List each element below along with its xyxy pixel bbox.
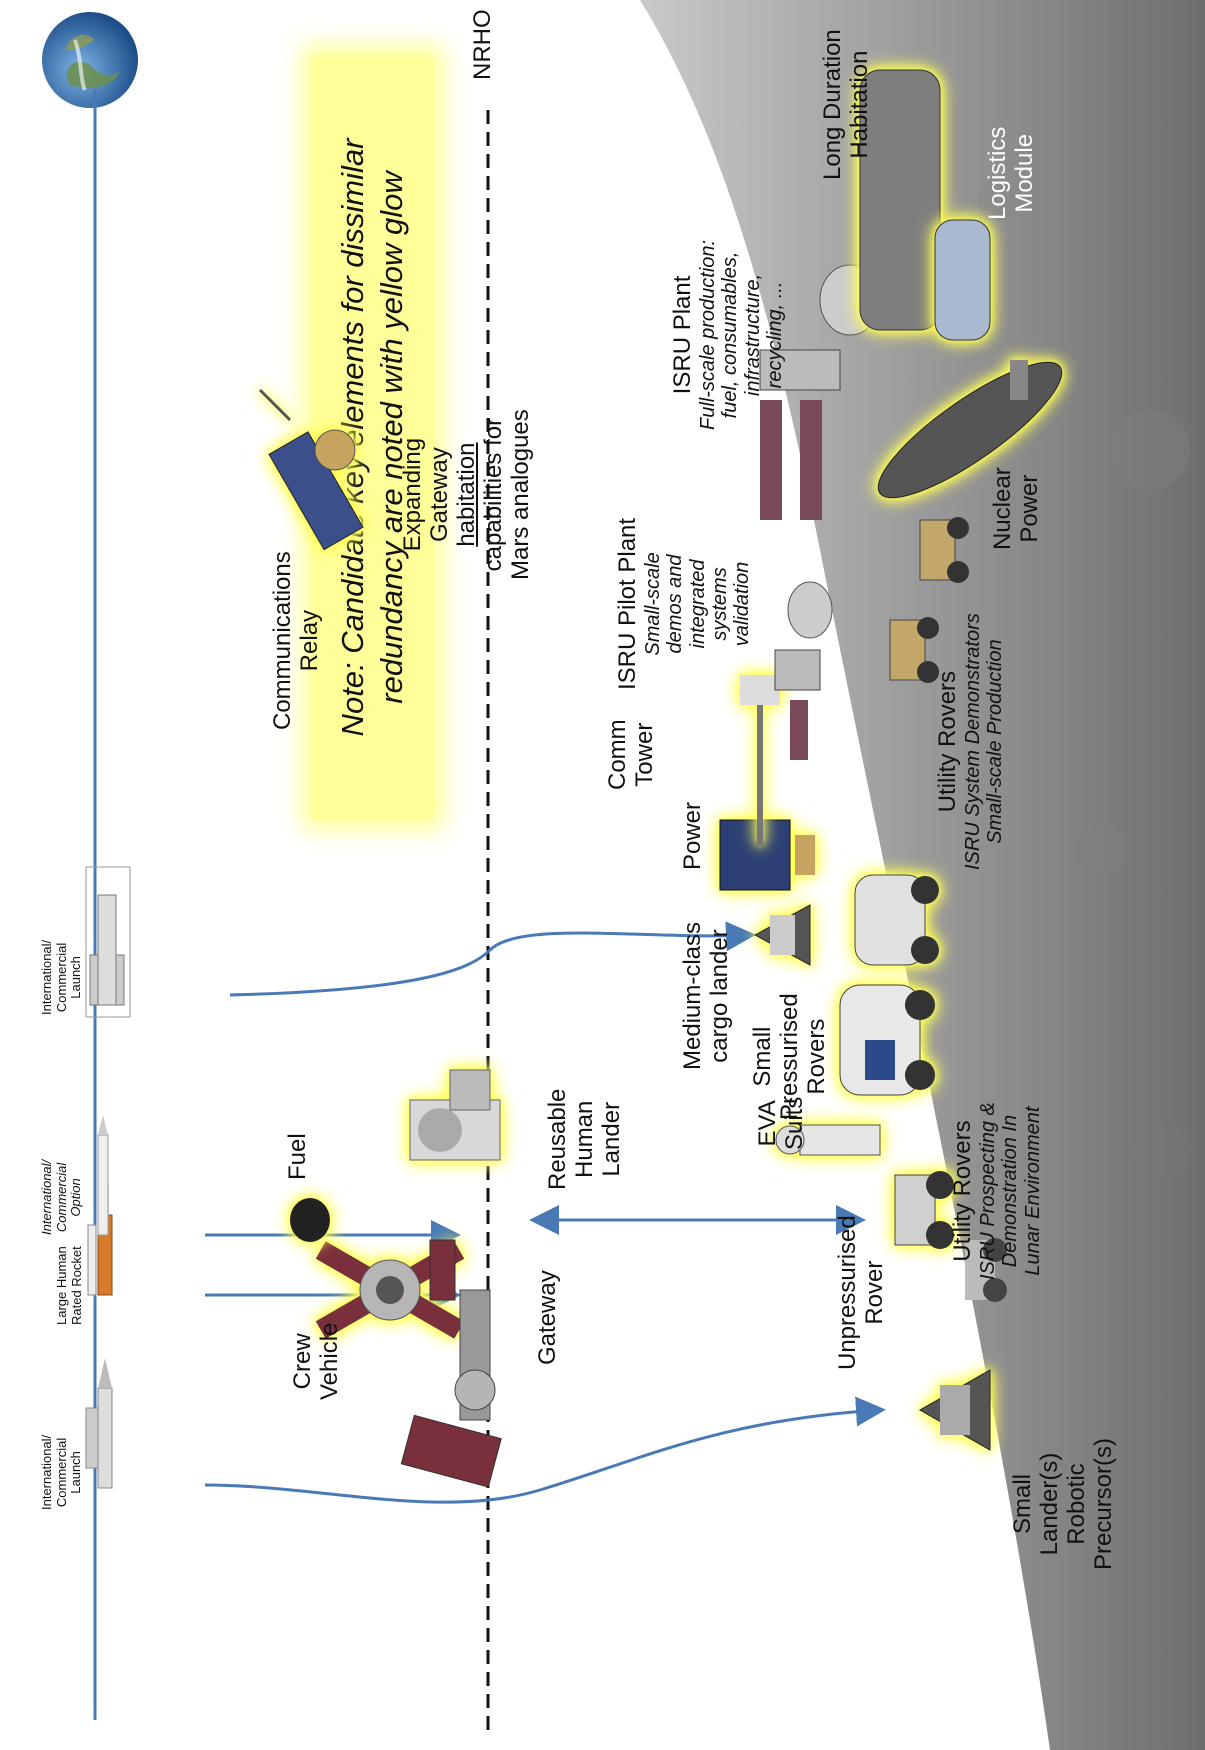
earth-icon <box>42 12 138 108</box>
unpressurised-rover-icon <box>965 1238 1007 1302</box>
utility-rovers-2-label: Utility Rovers ISRU System Demonstrators… <box>934 613 1007 870</box>
fuel-label: Fuel <box>284 1133 311 1180</box>
gateway-label: Gateway <box>534 1270 561 1365</box>
comm-tower-icon <box>740 675 780 845</box>
medium-cargo-lander-icon <box>753 904 811 966</box>
utility-rover-icon <box>894 1171 954 1249</box>
utility-rover-icon <box>919 517 969 583</box>
solar-power-icon <box>719 819 815 891</box>
isru-pilot-plant-icon <box>774 581 833 760</box>
isru-pilot-plant-label: ISRU Pilot Plant Small-scale demos and i… <box>614 517 754 690</box>
logistics-module-icon <box>934 219 991 341</box>
fuel-tank-icon <box>290 1198 330 1242</box>
isru-plant-label: ISRU Plant Full-scale production: fuel, … <box>669 239 787 430</box>
gateway-icon <box>400 1239 502 1488</box>
small-lander-icon <box>918 1369 991 1451</box>
utility-rovers-1-label: Utility Rovers ISRU Prospecting & Demons… <box>949 1102 1044 1280</box>
power-label: Power <box>679 801 706 870</box>
crew-vehicle-icon <box>315 1241 465 1339</box>
expanding-gateway-label: Expanding Gateway habitation capabilitie… <box>399 409 534 580</box>
reusable-lander-icon <box>409 1069 501 1161</box>
eva-suit-icon <box>775 1124 881 1156</box>
pressurised-rover-icon <box>854 874 939 966</box>
utility-rover-icon <box>889 617 939 683</box>
rocket-icon <box>85 1358 113 1489</box>
rocket-icon <box>85 866 131 1018</box>
pressurised-rover-icon <box>839 984 935 1096</box>
arrow-small-lander <box>204 1396 886 1504</box>
communications-relay-icon <box>258 388 364 551</box>
arrow-medium-lander <box>229 921 756 997</box>
nuclear-power-icon <box>877 360 1063 499</box>
long-duration-habitation-icon <box>859 69 941 331</box>
rocket-icon <box>97 1115 109 1236</box>
